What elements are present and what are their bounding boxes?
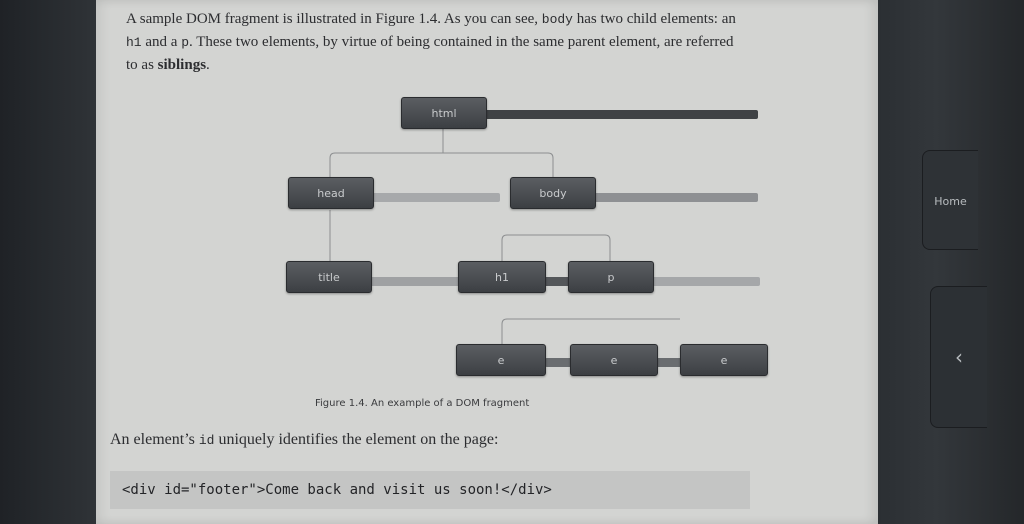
html-node: html	[401, 97, 487, 129]
inline-code: h1	[126, 35, 142, 50]
home-button[interactable]: Home	[922, 150, 978, 250]
node-label: p	[607, 270, 615, 284]
p-child-node: e	[570, 344, 658, 376]
node-label: e	[497, 353, 505, 367]
chevron-left-icon: ‹	[955, 345, 963, 369]
body-node: body	[510, 177, 596, 209]
connector-line	[501, 318, 680, 345]
node-label: e	[720, 353, 728, 367]
node-bar	[580, 193, 758, 202]
paragraph-text: has two child elements: an	[573, 11, 736, 27]
dom-tree-figure: html head body title h1 p e e e	[180, 88, 768, 388]
paragraph-text: and a	[141, 34, 182, 50]
paragraph-text: . These two elements, by virtue of being…	[126, 34, 734, 73]
node-label: html	[431, 106, 457, 120]
node-bar	[655, 358, 685, 367]
device-bezel-left	[0, 0, 96, 524]
paragraph-text: .	[206, 57, 210, 73]
tree-connectors	[329, 127, 680, 345]
inline-code: body	[541, 12, 573, 27]
paragraph-text: A sample DOM fragment is illustrated in …	[126, 11, 542, 27]
head-node: head	[288, 177, 374, 209]
node-label: body	[539, 186, 567, 200]
device-bezel-right	[878, 0, 1024, 524]
inline-code: id	[198, 433, 215, 448]
lead-sentence: An element’s id uniquely identifies the …	[110, 431, 750, 449]
node-bar	[540, 277, 570, 286]
code-line: <div id="footer">Come back and visit us …	[122, 482, 552, 498]
node-label: h1	[495, 270, 509, 284]
node-label: e	[610, 353, 618, 367]
p-child-node: e	[456, 344, 546, 376]
figure-caption: Figure 1.4. An example of a DOM fragment	[315, 398, 530, 409]
h1-node: h1	[458, 261, 546, 293]
back-button[interactable]: ‹	[930, 286, 987, 428]
body-paragraph: A sample DOM fragment is illustrated in …	[126, 8, 738, 76]
p-child-node: e	[680, 344, 768, 376]
lead-text: An element’s	[110, 431, 199, 448]
node-bar	[360, 193, 500, 202]
node-bar	[545, 358, 575, 367]
node-bar	[650, 277, 760, 286]
node-bar	[470, 110, 758, 119]
home-label: Home	[934, 195, 967, 208]
code-example: <div id="footer">Come back and visit us …	[110, 471, 750, 509]
node-bar	[365, 277, 465, 286]
node-label: head	[317, 186, 345, 200]
connector-line	[501, 234, 611, 261]
bold-term: siblings	[157, 57, 207, 73]
lead-text: uniquely identifies the element on the p…	[214, 431, 499, 448]
p-node: p	[568, 261, 654, 293]
connector-line	[329, 152, 554, 181]
title-node: title	[286, 261, 372, 293]
inline-code: p	[181, 35, 189, 50]
node-label: title	[318, 270, 340, 284]
